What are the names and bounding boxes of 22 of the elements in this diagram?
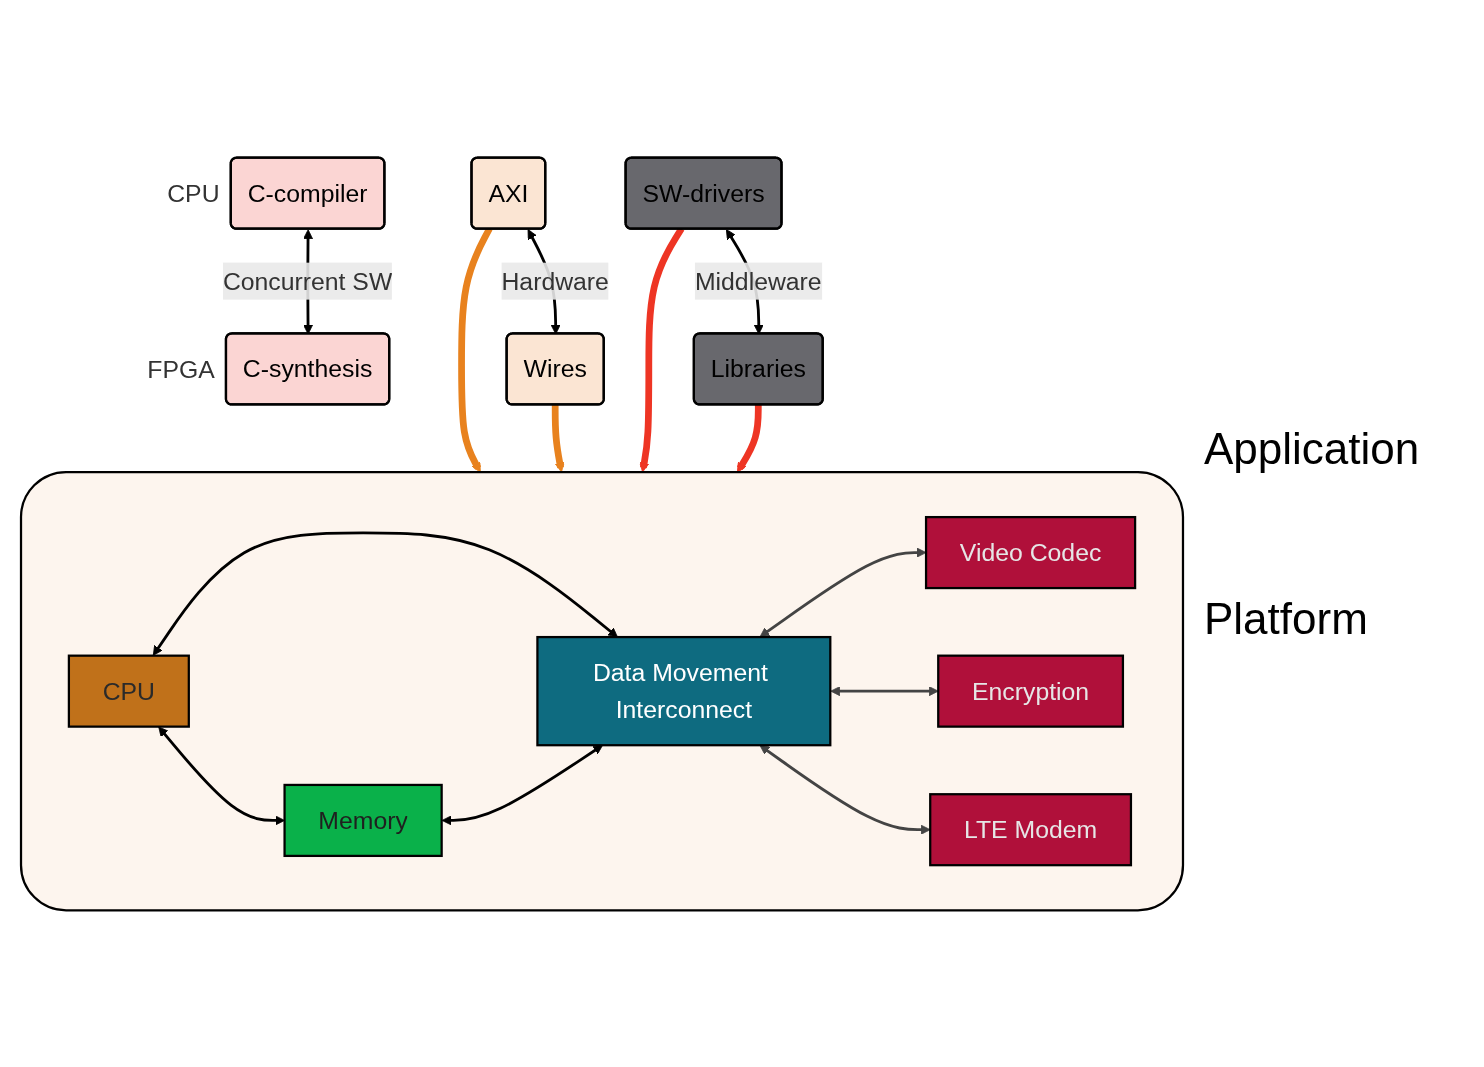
edge-label: Concurrent SW — [222, 266, 393, 295]
arrow — [551, 403, 565, 472]
arrow — [152, 530, 618, 656]
node-box: Memory — [283, 783, 443, 857]
node-box: Video Codec — [924, 515, 1137, 589]
cluster — [19, 470, 1185, 911]
layer-label: Application — [1204, 423, 1421, 474]
arrow — [736, 403, 762, 472]
arrow — [830, 685, 939, 696]
node-box: Encryption — [937, 654, 1125, 728]
node-box: LTE Modem — [929, 792, 1133, 866]
arrow — [759, 547, 927, 637]
node-box: CPU — [67, 654, 190, 728]
node-caption: CPU — [167, 179, 220, 207]
arrow — [759, 744, 931, 835]
edge-label: Middleware — [694, 266, 822, 295]
layer-label: Platform — [1204, 593, 1369, 644]
edge-label: Hardware — [501, 266, 609, 295]
arrow — [158, 726, 285, 825]
arrow — [441, 744, 603, 825]
node-box: Data Movement Interconnect — [536, 635, 832, 746]
node-caption: FPGA — [147, 355, 215, 383]
